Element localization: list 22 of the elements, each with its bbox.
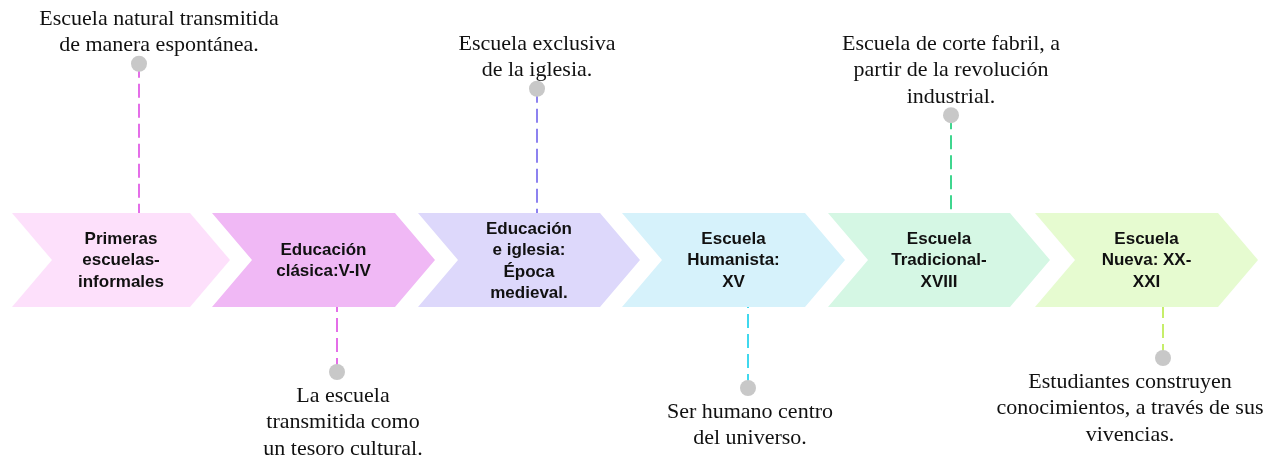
leader-line	[529, 80, 545, 214]
description-text: La escuela transmitida como un tesoro cultural.	[258, 382, 428, 462]
chevron-label: Escuela Tradicional-XVIII	[890, 228, 988, 292]
process-step	[418, 213, 640, 307]
description-text: Estudiantes construyen conocimientos, a través de sus vivencias.	[985, 368, 1275, 448]
description-text: Escuela exclusiva de la iglesia.	[447, 30, 627, 83]
chevron-label: Escuela Humanista: XV	[686, 228, 781, 292]
chevron-label: Educación clásica:V-IV	[275, 238, 372, 282]
process-step	[828, 213, 1050, 307]
process-step	[12, 213, 230, 307]
chevron-label: Escuela Nueva: XX-XXI	[1100, 228, 1193, 292]
chevron-label: Primeras escuelas-informales	[77, 228, 165, 292]
description-text: Escuela de corte fabril, a partir de la revolución industrial.	[821, 30, 1081, 110]
process-step	[212, 213, 435, 307]
description-text: Escuela natural transmitida de manera espontánea.	[39, 5, 279, 58]
process-step	[622, 213, 845, 307]
leader-line	[1155, 306, 1171, 366]
leader-line	[329, 306, 345, 380]
description-text: Ser humano centro del universo.	[655, 398, 845, 451]
process-step	[1035, 213, 1258, 307]
chevron-label: Educación e iglesia: Época medieval.	[485, 217, 573, 303]
leader-line	[131, 55, 147, 214]
